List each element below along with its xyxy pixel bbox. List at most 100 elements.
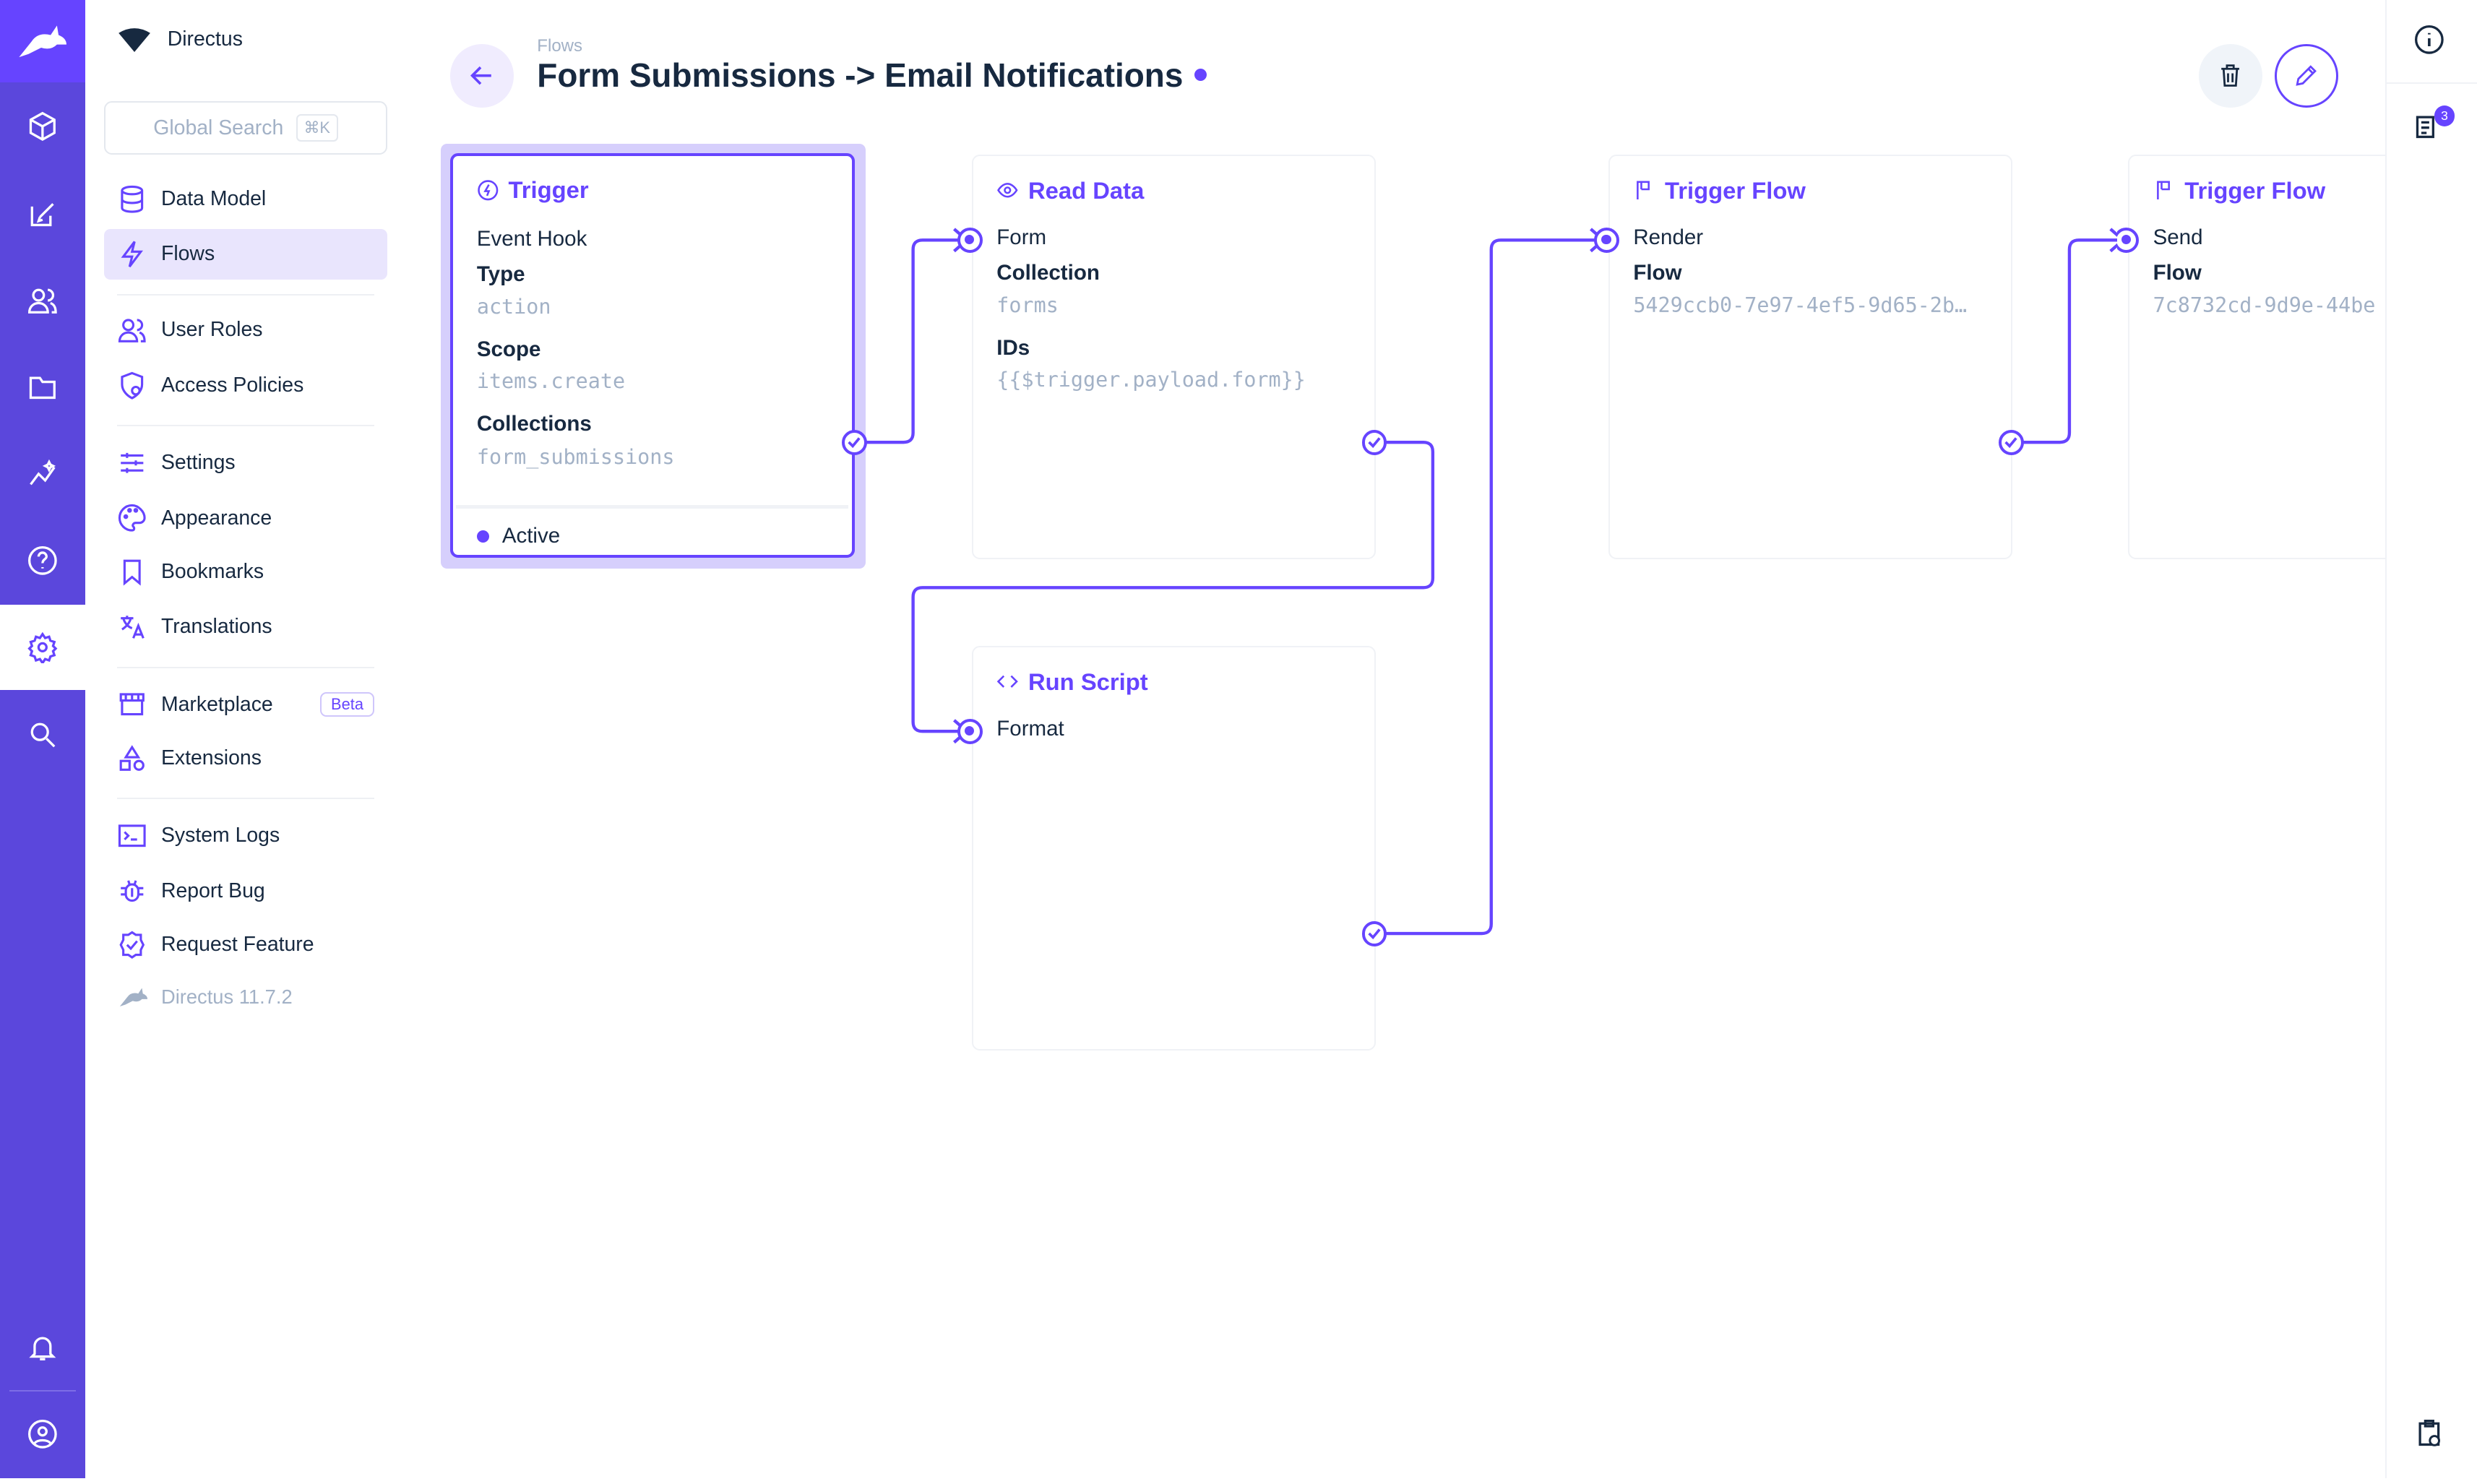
shapes-icon — [119, 744, 145, 771]
flow1-title-text: Trigger Flow — [1665, 176, 1806, 204]
field-value: forms — [996, 293, 1059, 318]
content-icon[interactable] — [0, 84, 85, 169]
read-data-card[interactable]: Read Data Form Collection forms IDs {{$t… — [971, 155, 1377, 559]
nav-item-label: Bookmarks — [160, 559, 264, 583]
global-search-input[interactable]: Global Search ⌘K — [104, 100, 387, 155]
search-icon[interactable] — [0, 692, 85, 777]
project-name: Directus — [167, 27, 243, 51]
translate-icon — [120, 616, 145, 639]
flag-icon — [2156, 181, 2170, 200]
check-icon — [848, 437, 861, 448]
nav-item-access-policies[interactable]: Access Policies — [104, 360, 387, 410]
nav-divider — [116, 425, 375, 427]
nav-item-label: System Logs — [160, 823, 280, 847]
insights-icon[interactable] — [0, 431, 85, 517]
settings-icon[interactable] — [0, 605, 86, 691]
read-resolve-handle[interactable] — [1361, 429, 1387, 455]
run-script-card[interactable]: Run Script Format — [971, 646, 1377, 1051]
read-title-text: Read Data — [1028, 176, 1145, 204]
script-title-text: Run Script — [1028, 668, 1148, 695]
nav-divider — [116, 293, 375, 295]
connector-trigger-read — [854, 228, 970, 444]
database-icon — [121, 185, 143, 213]
delete-button[interactable] — [2199, 44, 2262, 108]
verified-icon — [119, 931, 145, 959]
operation-name: Form — [996, 225, 1047, 250]
field-label: Flow — [2153, 260, 2202, 285]
field-value: items.create — [476, 369, 626, 394]
back-button[interactable] — [450, 44, 514, 108]
info-icon[interactable] — [2413, 24, 2445, 62]
nav-item-label: Data Model — [160, 186, 267, 210]
logs-icon[interactable]: 3 — [2413, 105, 2455, 149]
help-icon[interactable] — [0, 518, 85, 603]
field-label: Scope — [476, 337, 541, 362]
nav-item-label: Translations — [160, 615, 272, 639]
flow1-input-handle[interactable] — [1593, 227, 1619, 253]
nav-item-label: Settings — [160, 451, 236, 475]
store-icon — [119, 693, 145, 716]
directus-logo[interactable] — [0, 0, 86, 82]
status-dot — [1194, 68, 1207, 82]
pencil-icon — [2296, 65, 2317, 87]
nav-divider — [116, 666, 375, 668]
nav-item-label: Flows — [160, 242, 215, 266]
field-label: IDs — [996, 336, 1030, 361]
palette-icon — [118, 504, 146, 532]
nav-item-label: Report Bug — [160, 879, 265, 902]
edit-button[interactable] — [2275, 44, 2338, 108]
nav-item-report-bug[interactable]: Report Bug — [104, 866, 387, 916]
trigger-title-text: Trigger — [508, 176, 589, 204]
read-title: Read Data — [996, 177, 1144, 204]
project-header[interactable]: Directus — [117, 27, 243, 53]
trigger-resolve-handle[interactable] — [842, 429, 868, 455]
read-input-handle[interactable] — [957, 227, 983, 253]
sidebar-divider — [2387, 82, 2477, 84]
files-icon[interactable] — [0, 345, 85, 430]
page-title-wrap: Form Submissions -> Email Notifications — [537, 56, 1207, 95]
nav-item-label: User Roles — [160, 318, 263, 342]
nav-item-label: Extensions — [160, 746, 262, 769]
breadcrumb[interactable]: Flows — [537, 36, 583, 56]
nav-item-appearance[interactable]: Appearance — [104, 493, 387, 543]
version-label: Directus 11.7.2 — [160, 985, 293, 1009]
check-icon — [2004, 437, 2017, 448]
nav-item-translations[interactable]: Translations — [104, 602, 387, 652]
trash-icon — [2221, 64, 2240, 87]
user-icon[interactable] — [0, 1392, 85, 1477]
flow1-resolve-handle[interactable] — [1998, 429, 2024, 455]
flow1-title: Trigger Flow — [1633, 177, 1806, 204]
trigger-title: Trigger — [477, 176, 589, 204]
users-icon[interactable] — [0, 257, 85, 342]
trigger-flow-card[interactable]: Trigger Flow Send Flow 7c8732cd-9d9e-44b… — [2127, 155, 2386, 559]
operation-name: Render — [1633, 225, 1704, 250]
field-label: Type — [476, 262, 525, 286]
nav-item-bookmarks[interactable]: Bookmarks — [104, 546, 387, 597]
check-icon — [1368, 928, 1381, 939]
clipboard-clock-icon[interactable] — [2413, 1418, 2445, 1457]
nav-item-flows[interactable]: Flows — [104, 228, 387, 280]
script-input-handle[interactable] — [957, 718, 983, 744]
trigger-card[interactable]: Trigger Event Hook Type action Scope ite… — [450, 153, 855, 558]
navigation-panel: Directus Global Search ⌘K Data Model Flo… — [85, 0, 414, 1479]
bell-icon[interactable] — [0, 1305, 85, 1390]
bookmark-icon — [123, 559, 141, 586]
flow2-input-handle[interactable] — [2116, 227, 2140, 253]
field-value: action — [476, 295, 551, 319]
module-bar — [0, 0, 86, 1479]
nav-item-extensions[interactable]: Extensions — [104, 733, 387, 783]
search-placeholder: Global Search — [153, 116, 284, 139]
terminal-icon — [118, 824, 146, 847]
nav-item-system-logs[interactable]: System Logs — [104, 811, 387, 861]
nav-item-user-roles[interactable]: User Roles — [104, 305, 387, 355]
nav-item-settings[interactable]: Settings — [104, 438, 387, 488]
trigger-status: Active — [476, 524, 560, 548]
nav-item-request-feature[interactable]: Request Feature — [104, 919, 387, 970]
edit-icon[interactable] — [0, 172, 85, 257]
script-resolve-handle[interactable] — [1361, 920, 1387, 946]
nav-item-data-model[interactable]: Data Model — [104, 173, 387, 224]
trigger-flow-card[interactable]: Trigger Flow Render Flow 5429ccb0-7e97-4… — [1608, 155, 2013, 559]
code-icon — [997, 675, 1019, 689]
nav-item-marketplace[interactable]: Marketplace Beta — [104, 679, 387, 730]
project-logo-icon — [118, 28, 150, 53]
